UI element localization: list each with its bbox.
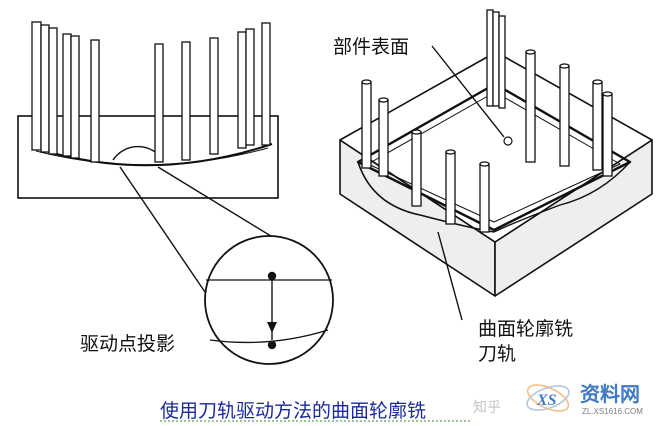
- pocket-wall-right: [493, 161, 631, 233]
- tool-cylinder: [559, 65, 570, 167]
- tool-bar: [261, 22, 271, 146]
- pocket-wall-left: [357, 161, 495, 233]
- tool-cylinder-top: [479, 161, 490, 167]
- magnifier-surface-curve: [209, 329, 329, 344]
- label-drive-point-projection: 驱动点投影: [80, 333, 175, 355]
- tool-cylinder-top: [411, 129, 422, 135]
- tool-cylinder: [602, 93, 613, 177]
- tool-cylinder-top: [445, 149, 456, 155]
- tool-bar: [209, 37, 219, 155]
- label-part-surface: 部件表面: [333, 36, 409, 58]
- iso-block-top-face: [339, 51, 653, 243]
- figure-caption: 使用刀轨驱动方法的曲面轮廓铣: [160, 400, 426, 422]
- magnifier-circle: [204, 235, 334, 365]
- side-view-tools: [31, 21, 271, 163]
- drive-point: [267, 271, 277, 281]
- tool-cylinder-top: [525, 49, 536, 55]
- tool-bar: [237, 31, 247, 149]
- watermark-url: ZL.XS1616.COM: [582, 407, 643, 416]
- watermark-brand: 资料网: [580, 382, 640, 406]
- tool-cylinder-top: [378, 97, 389, 103]
- label-contour-milling: 曲面轮廓铣: [478, 318, 573, 340]
- tool-cylinder: [479, 163, 490, 233]
- tool-bar: [245, 28, 255, 146]
- magnified-detail: [204, 235, 334, 365]
- svg-text:XS: XS: [536, 392, 557, 409]
- tool-cylinder: [592, 81, 603, 171]
- tool-bar: [70, 35, 80, 159]
- tool-bar: [40, 24, 50, 153]
- tool-bar: [90, 39, 100, 163]
- projection-arrow: [267, 322, 277, 333]
- tool-bar: [181, 41, 191, 161]
- tool-bar: [154, 43, 164, 163]
- iso-view: [339, 51, 653, 297]
- watermark-zhihu: 知乎: [473, 399, 501, 415]
- leader-lines: [431, 45, 505, 321]
- label-tool-path: 刀轨: [478, 343, 516, 365]
- tool-cylinder: [378, 99, 389, 177]
- iso-tools: [361, 9, 613, 233]
- tool-bar: [31, 21, 42, 151]
- tool-cylinder-top: [592, 79, 603, 85]
- watermark: 知乎 XS 资料网 ZL.XS1616.COM: [473, 382, 643, 416]
- tool-cylinder: [498, 15, 506, 109]
- surface-point: [503, 136, 513, 146]
- tool-cylinder: [492, 11, 500, 107]
- tool-bar: [62, 33, 72, 157]
- leader-part-surface: [431, 45, 505, 138]
- leader-contour-path: [437, 231, 463, 321]
- tool-cylinder: [486, 9, 494, 107]
- part-surface-curve-inner: [35, 147, 269, 166]
- side-view: [17, 115, 279, 199]
- tool-cylinder: [525, 51, 536, 163]
- watermark-logo: XS: [526, 384, 570, 412]
- tool-bar: [48, 27, 58, 155]
- tool-cylinder-top: [361, 79, 372, 85]
- tool-cylinder-top: [559, 63, 570, 69]
- tool-cylinder: [411, 131, 422, 207]
- tool-cylinder: [361, 81, 372, 169]
- tool-cylinder-top: [602, 91, 613, 97]
- tool-cylinder: [445, 151, 456, 225]
- projected-point: [267, 340, 277, 350]
